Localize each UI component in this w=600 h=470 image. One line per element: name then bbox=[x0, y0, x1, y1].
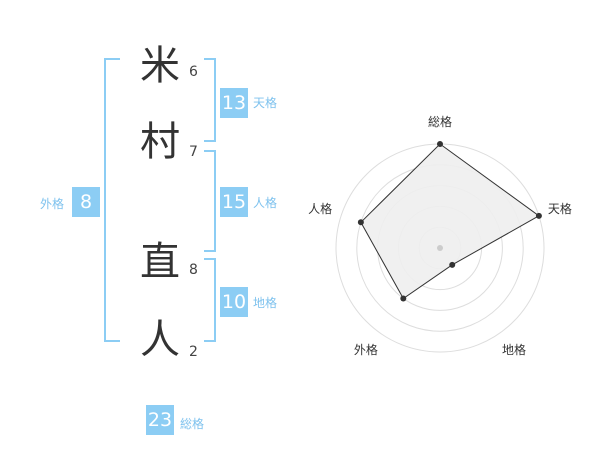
name-char-4: 人 bbox=[140, 317, 180, 363]
tenkaku-bracket bbox=[204, 58, 216, 142]
chikaku-bracket bbox=[204, 258, 216, 342]
radar-axis-label-0: 総格 bbox=[428, 114, 452, 129]
radar-axis-label-1: 天格 bbox=[548, 201, 572, 216]
stroke-count-4: 2 bbox=[189, 344, 198, 360]
chikaku-score: 10 bbox=[220, 287, 248, 317]
soukaku-score: 23 bbox=[146, 405, 174, 435]
radar-point-1 bbox=[535, 212, 542, 219]
stroke-count-1: 6 bbox=[189, 64, 198, 80]
jinkaku-bracket bbox=[204, 150, 216, 252]
stroke-count-2: 7 bbox=[189, 144, 198, 160]
name-char-1: 米 bbox=[140, 43, 180, 89]
jinkaku-score: 15 bbox=[220, 187, 248, 217]
radar-point-3 bbox=[400, 295, 407, 302]
radar-axis-label-3: 外格 bbox=[354, 342, 378, 357]
stroke-count-3: 8 bbox=[189, 262, 198, 278]
gaikaku-label: 外格 bbox=[40, 197, 65, 211]
soukaku-label: 総格 bbox=[180, 417, 205, 431]
tenkaku-score: 13 bbox=[220, 88, 248, 118]
radar-axis-label-2: 地格 bbox=[502, 342, 526, 357]
radar-center bbox=[437, 245, 443, 251]
chikaku-label: 地格 bbox=[253, 296, 278, 310]
radar-axis-label-4: 人格 bbox=[308, 201, 332, 216]
jinkaku-label: 人格 bbox=[253, 196, 278, 210]
name-char-2: 村 bbox=[140, 119, 180, 165]
radar-point-2 bbox=[449, 261, 456, 268]
tenkaku-label: 天格 bbox=[253, 96, 278, 110]
radar-point-4 bbox=[357, 219, 364, 226]
radar-area bbox=[360, 143, 540, 300]
gaikaku-bracket bbox=[104, 58, 120, 342]
radar-point-0 bbox=[437, 141, 443, 147]
name-char-3: 直 bbox=[140, 239, 180, 285]
gaikaku-score: 8 bbox=[72, 187, 100, 217]
